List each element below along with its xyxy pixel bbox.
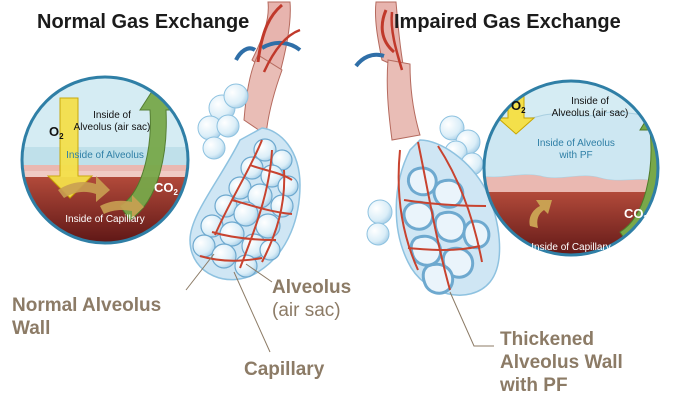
normal-title: Normal Gas Exchange [37, 11, 249, 34]
impaired-co2-label: CO2 [624, 206, 648, 223]
impaired-title: Impaired Gas Exchange [394, 11, 621, 34]
normal-o2-label: O2 [49, 124, 64, 141]
normal-inside-capillary-label: Inside of Capillary [40, 214, 170, 226]
capillary-callout: Capillary [244, 358, 324, 381]
impaired-inside-alveolus-pf-label: Inside of Alveolus with PF [521, 138, 631, 162]
normal-inside-alveolus-air-label: Inside of Alveolus (air sac) [72, 110, 152, 134]
thickened-wall-callout: Thickened Alveolus Wall with PF [500, 328, 623, 397]
normal-co2-label: CO2 [154, 180, 178, 197]
impaired-leader-line [450, 292, 494, 346]
normal-wall-callout: Normal Alveolus Wall [12, 294, 161, 340]
alveolus-callout: Alveolus (air sac) [272, 276, 351, 322]
impaired-alveolus-cluster [367, 116, 500, 295]
normal-inside-alveolus-band-label: Inside of Alveolus [40, 150, 170, 162]
impaired-inside-capillary-label: Inside of Capillary [506, 242, 636, 254]
impaired-inside-alveolus-air-label: Inside of Alveolus (air sac) [540, 96, 640, 120]
impaired-o2-label: O2 [511, 98, 526, 115]
